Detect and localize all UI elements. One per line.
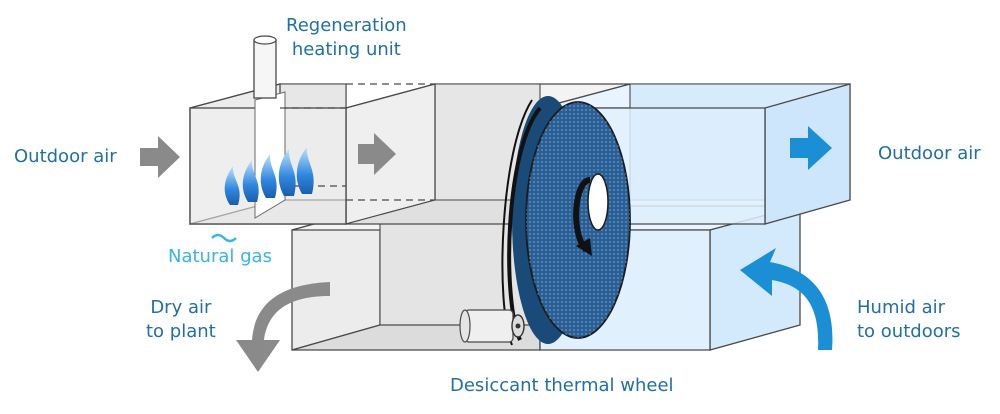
dry-line-2: to plant (146, 321, 216, 342)
humid-air-label: Humid air to outdoors (857, 296, 961, 344)
dry-air-label: Dry air to plant (146, 296, 216, 344)
inner-flow-arrow-icon (358, 133, 396, 175)
dry-air-curved-arrow-icon (236, 282, 330, 372)
outdoor-air-in-arrow-icon (140, 136, 180, 178)
drive-motor (459, 309, 525, 343)
dashed-guides (280, 83, 435, 201)
regeneration-heating-unit-label: Regeneration heating unit (286, 14, 407, 62)
humid-air-curved-arrow-icon (740, 248, 833, 350)
outdoor-air-out-arrow-icon (790, 126, 832, 170)
regen-line-2: heating unit (291, 39, 401, 60)
heating-unit-box (189, 83, 347, 225)
humid-line-2: to outdoors (857, 321, 961, 342)
humid-line-1: Humid air (857, 297, 946, 318)
dry-line-1: Dry air (150, 297, 212, 318)
regeneration-pipe (253, 35, 277, 99)
regen-line-1: Regeneration (286, 15, 407, 36)
natural-gas-label: Natural gas (168, 246, 272, 267)
desiccant-wheel-label: Desiccant thermal wheel (450, 375, 674, 396)
outdoor-air-in-label: Outdoor air (14, 146, 117, 167)
gas-wave-icon (211, 233, 237, 243)
gas-flames (224, 147, 314, 205)
outdoor-air-out-label: Outdoor air (878, 143, 981, 164)
